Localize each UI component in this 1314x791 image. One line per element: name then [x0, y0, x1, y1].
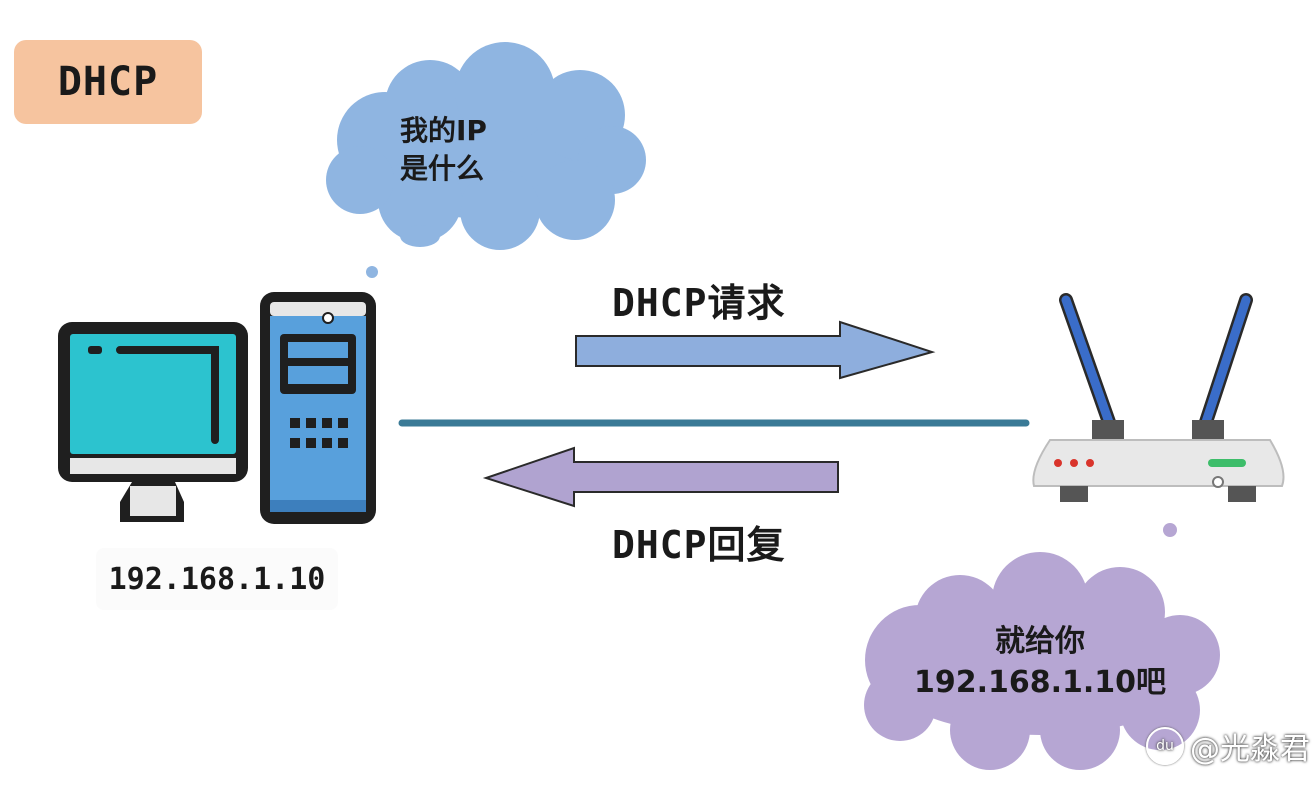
server-answer-line2: 192.168.1.10吧: [913, 664, 1167, 700]
reply-label: DHCP回复: [612, 523, 786, 567]
server-answer-line1: 就给你: [995, 624, 1085, 659]
server-answer: 就给你 192.168.1.10吧: [880, 622, 1200, 703]
title-text: DHCP: [57, 59, 159, 105]
reply-arrow: [482, 446, 839, 508]
request-arrow: [575, 320, 936, 380]
computer-tower-icon: [260, 292, 376, 524]
router-icon: [1032, 293, 1285, 502]
monitor-icon: [58, 322, 248, 522]
client-question-line2: 是什么: [400, 151, 485, 185]
title-badge: DHCP: [14, 40, 202, 124]
watermark-text: @光淼君: [1190, 732, 1310, 767]
client-thought-cloud: [326, 42, 646, 278]
server-thought-cloud: [864, 523, 1220, 770]
client-ip-text: 192.168.1.10: [108, 561, 326, 597]
paw-icon: du: [1146, 727, 1184, 765]
client-ip-label: 192.168.1.10: [96, 548, 338, 610]
client-question-line1: 我的IP: [400, 114, 487, 147]
request-label: DHCP请求: [612, 281, 786, 325]
client-question: 我的IP 是什么: [400, 112, 570, 188]
watermark: du @光淼君: [1146, 724, 1310, 768]
